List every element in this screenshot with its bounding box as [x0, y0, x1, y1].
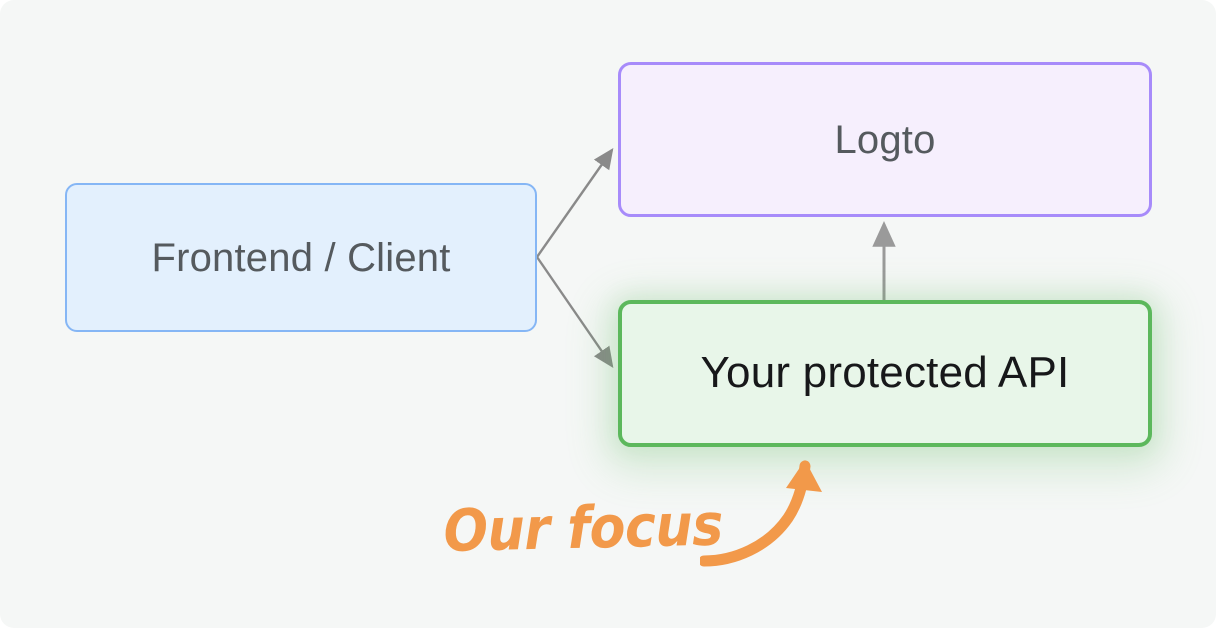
- node-protected-api[interactable]: Your protected API: [618, 300, 1152, 447]
- annotation-our-focus-label: Our focus: [443, 490, 724, 565]
- annotation-curved-arrow-icon: [700, 460, 822, 567]
- edge-frontend-to-logto: [536, 148, 614, 258]
- node-frontend-client[interactable]: Frontend / Client: [65, 183, 537, 332]
- node-logto-label: Logto: [834, 117, 936, 162]
- node-logto[interactable]: Logto: [618, 62, 1152, 217]
- node-protected-api-label: Your protected API: [700, 348, 1070, 398]
- node-frontend-client-label: Frontend / Client: [151, 235, 451, 280]
- edge-frontend-to-api: [536, 256, 614, 368]
